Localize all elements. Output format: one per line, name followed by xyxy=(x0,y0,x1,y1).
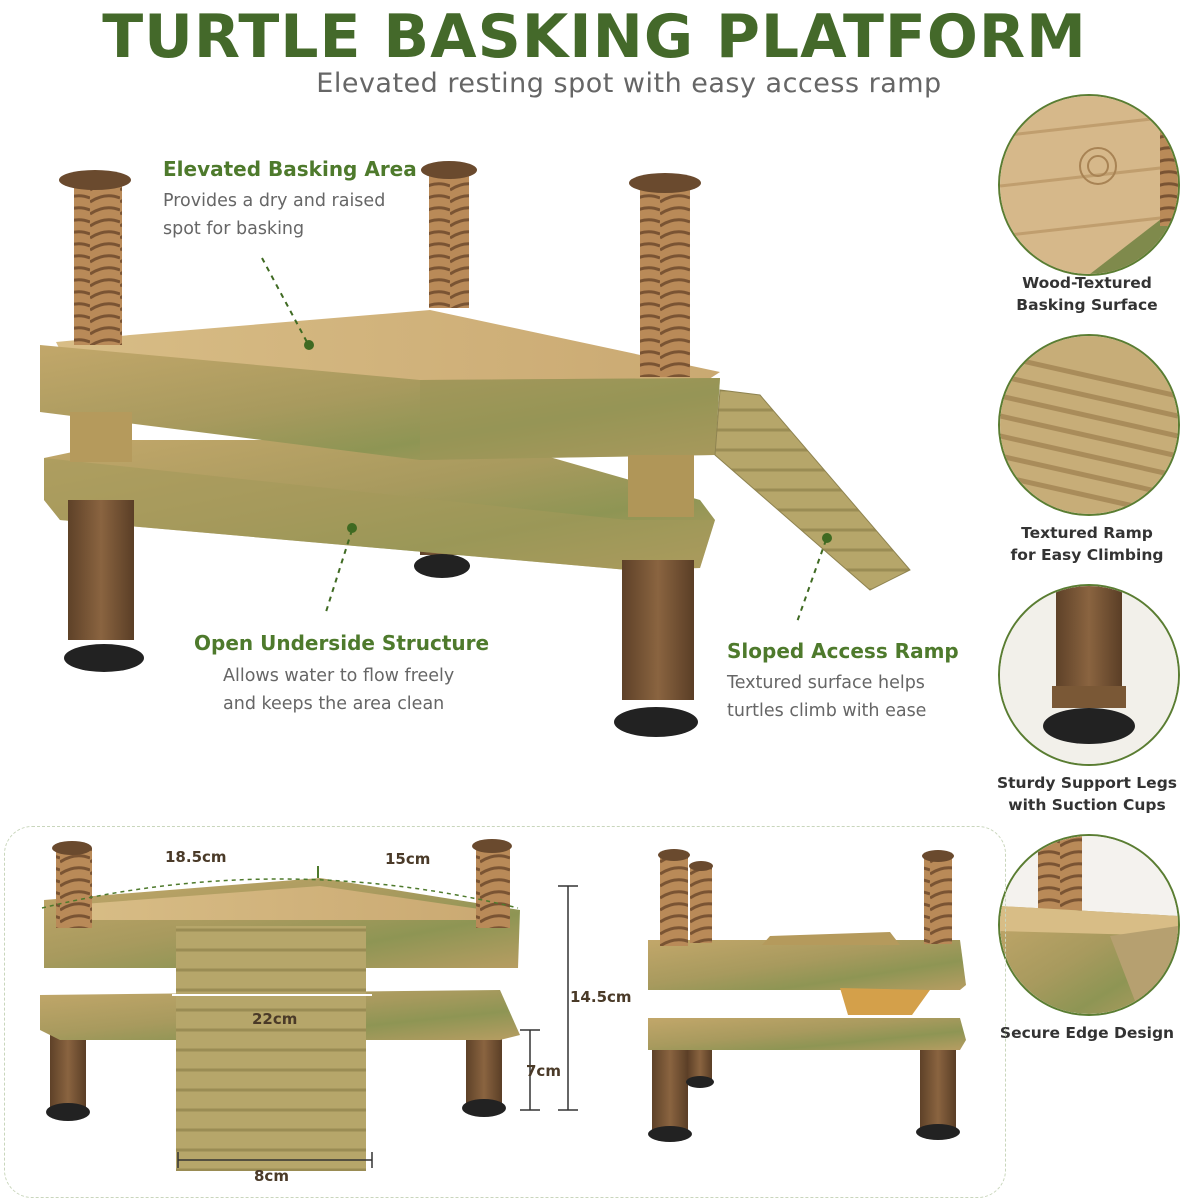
feature-line: Textured Ramp xyxy=(1021,524,1153,542)
dimensions-panel xyxy=(4,826,1006,1198)
callout-elevated-basking-text: Provides a dry and raised spot for baski… xyxy=(163,187,385,243)
callout-line: spot for basking xyxy=(163,219,305,239)
feature-line: for Easy Climbing xyxy=(1010,546,1164,564)
callout-elevated-basking-title: Elevated Basking Area xyxy=(163,157,417,181)
page-subtitle: Elevated resting spot with easy access r… xyxy=(316,68,942,99)
callout-sloped-ramp-title: Sloped Access Ramp xyxy=(727,639,959,663)
edge-closeup-icon xyxy=(998,834,1180,1016)
callout-line: turtles climb with ease xyxy=(727,701,927,721)
callout-line: Provides a dry and raised xyxy=(163,191,386,211)
feature-line: with Suction Cups xyxy=(1008,796,1166,814)
feature-label-wood-surface: Wood-Textured Basking Surface xyxy=(992,272,1182,316)
leg-suction-cup-closeup-icon xyxy=(998,584,1180,766)
callout-line: Textured surface helps xyxy=(727,673,925,693)
feature-label-legs: Sturdy Support Legs with Suction Cups xyxy=(992,772,1182,816)
feature-line: Wood-Textured xyxy=(1022,274,1152,292)
dimension-ramp-width: 8cm xyxy=(254,1167,289,1185)
dimension-side-b: 15cm xyxy=(385,850,431,868)
feature-label-edge: Secure Edge Design xyxy=(992,1022,1182,1044)
feature-label-ramp: Textured Ramp for Easy Climbing xyxy=(992,522,1182,566)
callout-line: and keeps the area clean xyxy=(223,694,445,714)
dimension-height-lower: 7cm xyxy=(526,1062,561,1080)
feature-line: Sturdy Support Legs xyxy=(996,774,1178,792)
dimension-height-total: 14.5cm xyxy=(570,988,632,1006)
callout-open-underside-text: Allows water to flow freely and keeps th… xyxy=(223,662,454,718)
callout-open-underside-title: Open Underside Structure xyxy=(194,631,490,655)
callout-sloped-ramp-text: Textured surface helps turtles climb wit… xyxy=(727,669,926,725)
ramp-texture-closeup-icon xyxy=(998,334,1180,516)
wood-surface-closeup-icon xyxy=(998,94,1180,276)
callout-line: Allows water to flow freely xyxy=(223,666,455,686)
feature-line: Basking Surface xyxy=(1016,296,1158,314)
dimension-side-a: 18.5cm xyxy=(165,848,227,866)
feature-line: Secure Edge Design xyxy=(999,1024,1175,1042)
side-view-diagram xyxy=(648,849,966,1142)
front-view-diagram xyxy=(40,839,578,1171)
dimension-width: 22cm xyxy=(252,1010,298,1028)
page-title: TURTLE BASKING PLATFORM xyxy=(102,2,1087,72)
